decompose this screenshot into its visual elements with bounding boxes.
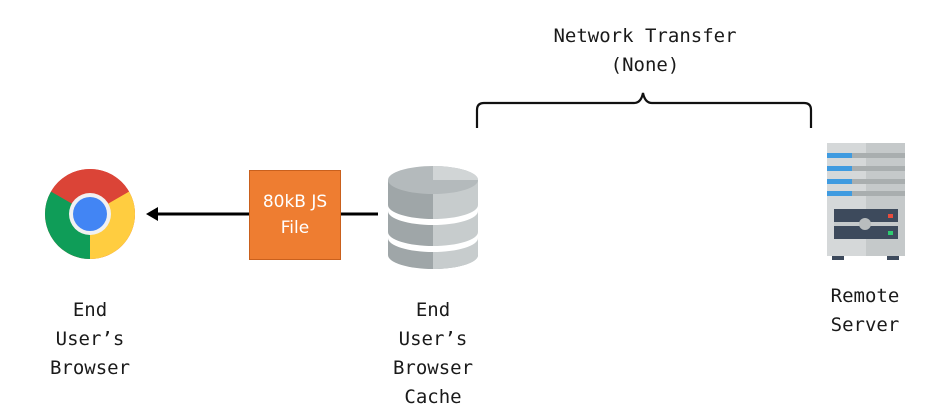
server-label: Remote Server <box>830 285 900 336</box>
server-tower-icon <box>827 143 905 260</box>
chrome-browser-icon <box>44 168 136 260</box>
cache-label: End User’s Browser Cache <box>392 299 474 408</box>
transfer-arrow <box>146 207 378 221</box>
network-brace <box>475 92 813 128</box>
network-transfer-subtitle: (None) <box>610 54 680 76</box>
js-file-box: 80kB JS File <box>249 170 341 260</box>
network-transfer-title: Network Transfer <box>553 25 737 47</box>
browser-label: End User’s Browser <box>49 299 131 379</box>
database-cache-icon <box>388 166 478 269</box>
